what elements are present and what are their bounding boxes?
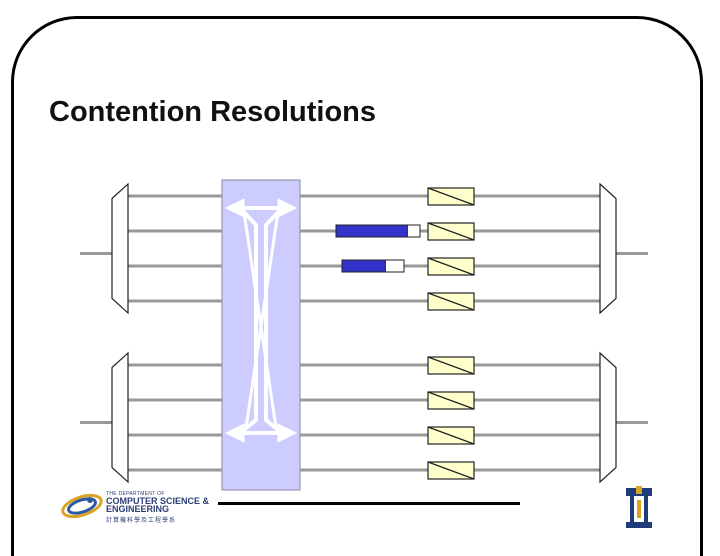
footer-line (218, 502, 520, 505)
arrow-bottom-left (224, 423, 245, 443)
arrow-top-left (224, 198, 245, 218)
slide-frame (11, 16, 703, 556)
delay-buffer-diagonal (427, 461, 475, 480)
output-mux (599, 351, 617, 484)
switch-arrows (224, 198, 298, 443)
department-logo: THE DEPARTMENT OF COMPUTER SCIENCE & ENG… (60, 488, 230, 524)
queue-fill (335, 224, 408, 238)
university-crest-icon (626, 486, 652, 528)
demultiplexers (111, 182, 617, 484)
delay-buffer-diagonal (427, 187, 475, 206)
crossbar-diagonal (242, 211, 278, 429)
input-demux (111, 351, 129, 484)
arrow-bottom-right (277, 423, 298, 443)
delay-buffer-diagonal (427, 222, 475, 241)
slide-title: Contention Resolutions (49, 96, 377, 128)
delay-buffer-diagonal (427, 292, 475, 311)
queue-fill (341, 259, 386, 273)
department-logo-swoosh-icon (61, 493, 103, 519)
input-demux (111, 182, 129, 315)
delay-buffer-diagonal (427, 426, 475, 445)
switch-diagram (80, 179, 648, 491)
delay-buffer-diagonal (427, 257, 475, 276)
output-mux (599, 182, 617, 315)
crossbar-diagonal (244, 211, 280, 429)
department-logo-line1: THE DEPARTMENT OF (106, 491, 165, 497)
delay-buffer-diagonal (427, 391, 475, 410)
delay-buffer-diagonal (427, 356, 475, 375)
department-logo-line3: ENGINEERING (106, 504, 170, 514)
link-lines (80, 194, 648, 472)
arrow-top-right (277, 198, 298, 218)
output-queues (335, 224, 421, 273)
delay-buffers (427, 187, 475, 480)
department-logo-line4: 計算機科學及工程學系 (106, 518, 177, 524)
department-logo-line2: COMPUTER SCIENCE & (106, 496, 210, 506)
